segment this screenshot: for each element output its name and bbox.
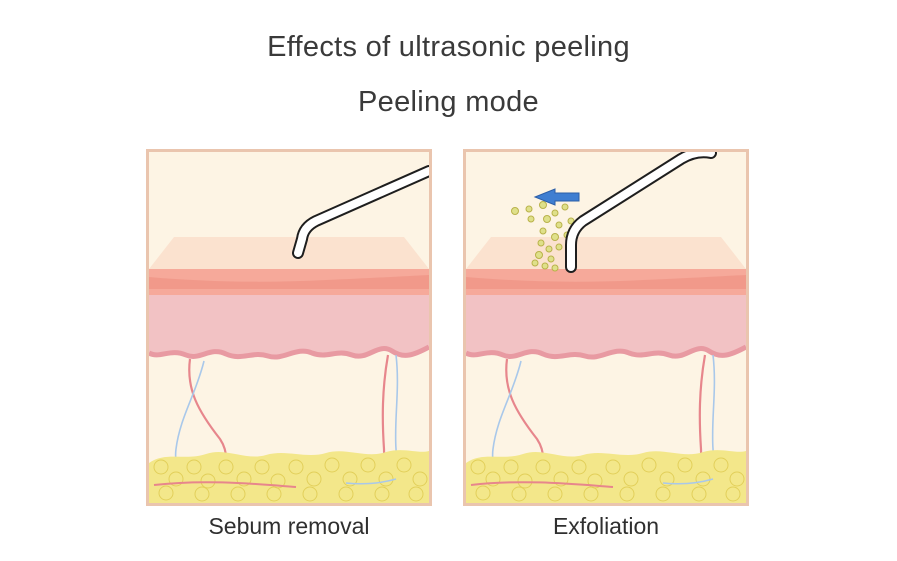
diagram-title: Effects of ultrasonic peeling: [267, 31, 630, 63]
exfoliation-caption: Exfoliation: [552, 513, 660, 539]
skin-cross-section-illustration: [146, 149, 432, 506]
arrow-left-icon: [533, 188, 580, 206]
skin-cross-section-illustration: [463, 149, 749, 506]
sebum-removal-caption: Sebum removal: [208, 513, 370, 539]
diagram-subtitle: Peeling mode: [358, 86, 539, 118]
exfoliated-particles: [511, 201, 575, 272]
exfoliation-panel: [463, 149, 749, 506]
sebum-removal-panel: [146, 149, 432, 506]
